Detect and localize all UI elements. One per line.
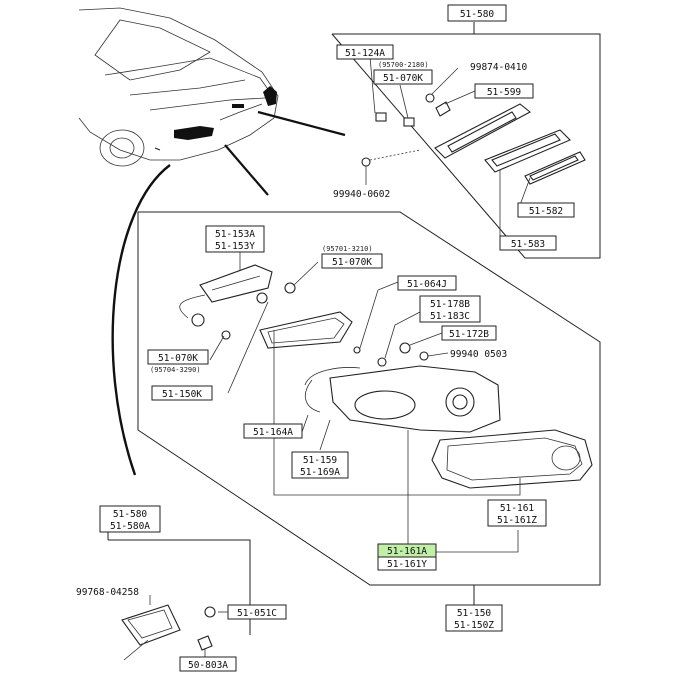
label-51-161a[interactable]: 51-161A 51-161Y xyxy=(377,543,437,571)
note-95700: (95700-2180) xyxy=(378,61,429,69)
svg-text:51-161Z: 51-161Z xyxy=(497,515,537,526)
svg-text:51-070K: 51-070K xyxy=(158,353,198,364)
svg-text:51-580A: 51-580A xyxy=(110,521,150,532)
svg-text:(95701-3210): (95701-3210) xyxy=(322,245,373,253)
svg-text:51-150Z: 51-150Z xyxy=(454,620,494,631)
svg-text:51-159: 51-159 xyxy=(303,455,338,466)
label-51-150[interactable]: 51-150 51-150Z xyxy=(445,604,503,632)
svg-text:99768-04258: 99768-04258 xyxy=(76,587,139,598)
label-51-161[interactable]: 51-161 51-161Z xyxy=(487,499,547,527)
leader-line xyxy=(257,110,346,137)
note-95704: (95704-3290) xyxy=(150,366,201,374)
svg-text:51-124A: 51-124A xyxy=(345,48,385,59)
label-51-159[interactable]: 51-159 51-169A xyxy=(291,451,349,479)
label-99940-0503[interactable]: 99940 0503 xyxy=(450,349,507,360)
svg-text:51-153Y: 51-153Y xyxy=(215,241,255,252)
label-99874-0410[interactable]: 99874-0410 xyxy=(470,62,527,73)
svg-text:(95704-3290): (95704-3290) xyxy=(150,366,201,374)
svg-text:51-161Y: 51-161Y xyxy=(387,559,427,570)
label-51-582[interactable]: 51-582 xyxy=(517,202,575,218)
car-illustration xyxy=(78,7,279,167)
label-51-064j[interactable]: 51-064J xyxy=(397,275,457,291)
svg-text:99940 0503: 99940 0503 xyxy=(450,349,507,360)
label-51-580-top[interactable]: 51-580 xyxy=(447,4,507,22)
svg-text:50-803A: 50-803A xyxy=(188,660,228,671)
svg-text:51-583: 51-583 xyxy=(511,239,545,250)
label-51-070k-a[interactable]: 51-070K xyxy=(373,69,433,85)
svg-text:51-070K: 51-070K xyxy=(383,73,423,84)
svg-text:51-153A: 51-153A xyxy=(215,229,255,240)
label-51-124a[interactable]: 51-124A xyxy=(336,44,394,60)
svg-text:51-164A: 51-164A xyxy=(253,427,293,438)
leader-line xyxy=(111,164,171,476)
label-51-172b[interactable]: 51-172B xyxy=(441,325,497,341)
svg-text:51-064J: 51-064J xyxy=(407,279,447,290)
svg-text:51-178B: 51-178B xyxy=(430,299,470,310)
svg-text:(95700-2180): (95700-2180) xyxy=(378,61,429,69)
svg-text:51-150K: 51-150K xyxy=(162,389,202,400)
label-99940-0602[interactable]: 99940-0602 xyxy=(333,189,390,200)
note-95701: (95701-3210) xyxy=(322,245,373,253)
label-51-178b[interactable]: 51-178B 51-183C xyxy=(419,295,481,323)
leader-line xyxy=(224,144,269,196)
label-51-583[interactable]: 51-583 xyxy=(499,235,557,251)
label-51-150k[interactable]: 51-150K xyxy=(151,385,213,401)
svg-text:51-582: 51-582 xyxy=(529,206,563,217)
label-99768-04258[interactable]: 99768-04258 xyxy=(76,587,139,598)
svg-text:51-169A: 51-169A xyxy=(300,467,340,478)
svg-text:51-161A: 51-161A xyxy=(387,546,427,557)
side-marker-group xyxy=(331,22,601,259)
bottom-marker-group xyxy=(107,520,251,661)
svg-text:51-172B: 51-172B xyxy=(449,329,489,340)
svg-text:51-183C: 51-183C xyxy=(430,311,470,322)
label-51-599[interactable]: 51-599 xyxy=(474,83,534,99)
label-51-580-b[interactable]: 51-580 51-580A xyxy=(99,505,161,533)
svg-text:51-150: 51-150 xyxy=(457,608,492,619)
label-51-164a[interactable]: 51-164A xyxy=(243,423,303,439)
label-51-153a[interactable]: 51-153A 51-153Y xyxy=(205,225,265,253)
svg-text:51-599: 51-599 xyxy=(487,87,522,98)
label-51-070k-c[interactable]: 51-070K xyxy=(147,349,209,365)
svg-text:99874-0410: 99874-0410 xyxy=(470,62,527,73)
tail-lamp-group xyxy=(137,211,601,605)
label-50-803a[interactable]: 50-803A xyxy=(179,656,237,672)
label-51-070k-b[interactable]: 51-070K xyxy=(321,253,383,269)
label-51-051c[interactable]: 51-051C xyxy=(227,604,287,620)
svg-text:99940-0602: 99940-0602 xyxy=(333,189,390,200)
svg-text:51-580: 51-580 xyxy=(113,509,148,520)
svg-text:51-580: 51-580 xyxy=(460,9,495,20)
svg-text:51-070K: 51-070K xyxy=(332,257,372,268)
svg-text:51-161: 51-161 xyxy=(500,503,535,514)
svg-text:51-051C: 51-051C xyxy=(237,608,277,619)
